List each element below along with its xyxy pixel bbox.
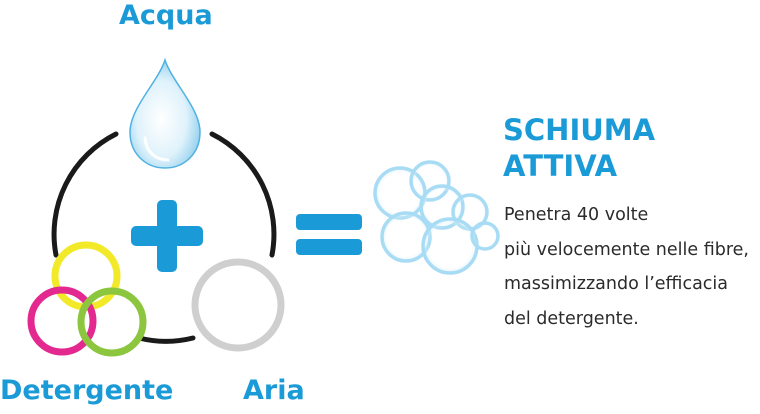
equals-icon: [296, 214, 362, 255]
water-label: Acqua: [119, 0, 213, 31]
description-line: del detergente.: [504, 308, 639, 329]
detergent-rings-icon: [27, 241, 147, 357]
result-description: Penetra 40 volte più velocemente nelle f…: [504, 198, 749, 336]
cycle-ring: [51, 131, 277, 344]
description-line: massimizzando l’efficacia: [504, 274, 729, 294]
foam-bubbles-icon: [373, 160, 500, 275]
detergent-label: Detergente: [0, 375, 174, 406]
plus-icon: [131, 200, 203, 272]
result-title-line1: SCHIUMA: [503, 113, 656, 147]
result-title: SCHIUMA ATTIVA: [503, 112, 655, 184]
air-label: Aria: [243, 375, 305, 406]
result-title-line2: ATTIVA: [503, 149, 618, 183]
description-line: Penetra 40 volte: [504, 205, 649, 225]
water-drop-icon: [129, 57, 201, 169]
air-ring-icon: [191, 258, 285, 352]
description-line: più velocemente nelle fibre,: [504, 239, 749, 260]
